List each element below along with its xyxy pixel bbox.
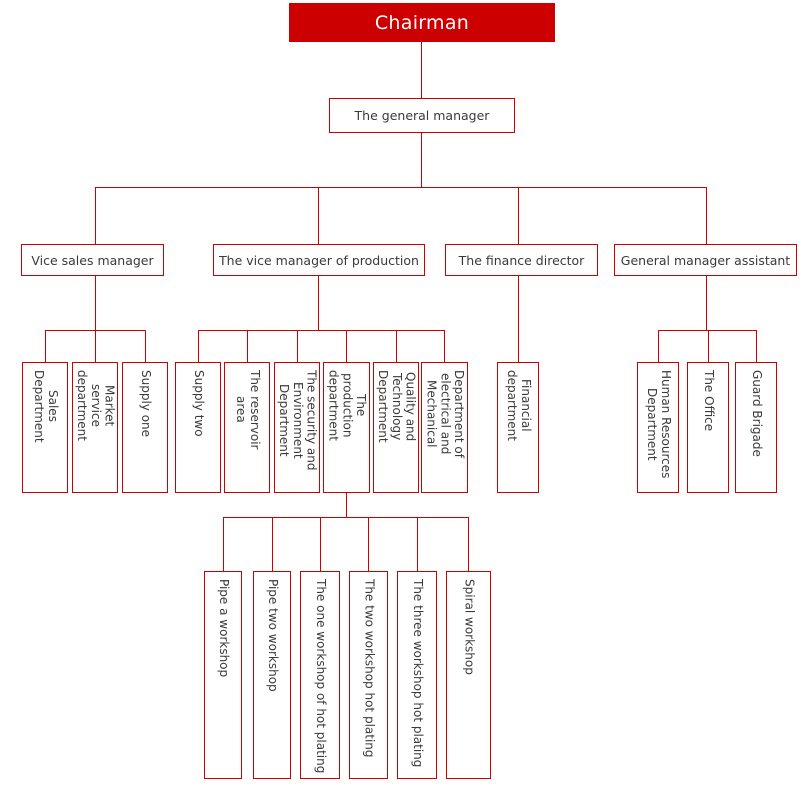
rail-gm-assistant-children bbox=[658, 330, 757, 331]
node-label: Market service department bbox=[75, 370, 117, 441]
connector-line bbox=[223, 518, 224, 571]
connector-line bbox=[95, 331, 96, 362]
connector-line bbox=[396, 331, 397, 362]
node-general-manager-assistant: General manager assistant bbox=[614, 244, 797, 276]
node-pipe-two-workshop: Pipe two workshop bbox=[253, 571, 291, 779]
node-label: Supply one bbox=[138, 370, 153, 438]
connector-line bbox=[45, 331, 46, 362]
node-market-service-department: Market service department bbox=[72, 362, 118, 493]
connector-line bbox=[198, 331, 199, 362]
node-production-department: The production department bbox=[323, 362, 370, 493]
node-two-workshop-hot-plating: The two workshop hot plating bbox=[349, 571, 388, 779]
node-label: The three workshop hot plating bbox=[410, 579, 425, 768]
node-supply-two: Supply two bbox=[175, 362, 221, 493]
node-quality-technology-department: Quality and Technology Department bbox=[373, 362, 419, 493]
edge-production-rail bbox=[318, 276, 319, 330]
node-sales-department: Sales Department bbox=[22, 362, 68, 493]
node-label: Pipe two workshop bbox=[265, 579, 280, 692]
connector-line bbox=[658, 331, 659, 362]
node-label: The Office bbox=[701, 370, 716, 432]
rail-managers bbox=[95, 187, 707, 188]
connector-line bbox=[320, 518, 321, 571]
rail-sales-children bbox=[45, 330, 146, 331]
node-label: The one workshop of hot plating bbox=[313, 579, 328, 774]
node-label: The two workshop hot plating bbox=[362, 579, 377, 758]
node-pipe-a-workshop: Pipe a workshop bbox=[204, 571, 242, 779]
node-reservoir-area: The reservoir area bbox=[224, 362, 270, 493]
node-label: Supply two bbox=[191, 370, 206, 437]
node-one-workshop-hot-plating: The one workshop of hot plating bbox=[300, 571, 340, 779]
node-electrical-mechanical-department: Department of electrical and Mechanical bbox=[421, 362, 468, 493]
connector-line bbox=[444, 331, 445, 362]
node-label: Financial department bbox=[505, 370, 533, 441]
node-label: Guard Brigade bbox=[749, 370, 764, 457]
node-label: Department of electrical and Mechanical bbox=[424, 370, 467, 458]
node-finance-director: The finance director bbox=[445, 244, 598, 276]
edge-rail-gm-assistant bbox=[706, 188, 707, 244]
node-spiral-workshop: Spiral workshop bbox=[446, 571, 491, 779]
node-general-manager: The general manager bbox=[329, 98, 515, 133]
node-financial-department: Financial department bbox=[497, 362, 539, 493]
node-three-workshop-hot-plating: The three workshop hot plating bbox=[397, 571, 437, 779]
connector-line bbox=[756, 331, 757, 362]
node-supply-one: Supply one bbox=[122, 362, 168, 493]
connector-line bbox=[368, 518, 369, 571]
connector-line bbox=[145, 331, 146, 362]
connector-line bbox=[346, 331, 347, 362]
node-label: Quality and Technology Department bbox=[376, 370, 418, 443]
node-human-resources-department: Human Resources Department bbox=[637, 362, 679, 493]
edge-vice-sales-rail bbox=[95, 276, 96, 330]
edge-rail-vice-sales bbox=[95, 188, 96, 244]
connector-line bbox=[297, 331, 298, 362]
connector-line bbox=[272, 518, 273, 571]
edge-finance-financial bbox=[518, 276, 519, 362]
connector-line bbox=[708, 331, 709, 362]
connector-line bbox=[468, 518, 469, 571]
node-label: Pipe a workshop bbox=[216, 579, 231, 678]
node-label: The reservoir area bbox=[234, 370, 262, 450]
node-label: The production department bbox=[326, 370, 369, 441]
edge-production-dept-rail bbox=[346, 493, 347, 517]
node-label: Spiral workshop bbox=[462, 579, 477, 675]
edge-chairman-gm bbox=[421, 42, 422, 98]
node-label: Human Resources Department bbox=[645, 370, 673, 479]
connector-line bbox=[247, 331, 248, 362]
connector-line bbox=[417, 518, 418, 571]
node-security-environment-department: The security and Environment Department bbox=[274, 362, 320, 493]
node-chairman: Chairman bbox=[289, 3, 555, 42]
edge-gm-assistant-rail bbox=[706, 276, 707, 330]
node-vice-sales-manager: Vice sales manager bbox=[21, 244, 164, 276]
node-label: Sales Department bbox=[32, 370, 60, 443]
node-guard-brigade: Guard Brigade bbox=[735, 362, 777, 493]
edge-rail-finance bbox=[518, 188, 519, 244]
node-vice-manager-production: The vice manager of production bbox=[213, 244, 425, 276]
rail-workshops bbox=[223, 517, 469, 518]
node-the-office: The Office bbox=[687, 362, 729, 493]
node-label: The security and Environment Department bbox=[277, 370, 319, 471]
edge-gm-rail bbox=[421, 133, 422, 188]
edge-rail-production bbox=[318, 188, 319, 244]
rail-production-children bbox=[198, 330, 445, 331]
